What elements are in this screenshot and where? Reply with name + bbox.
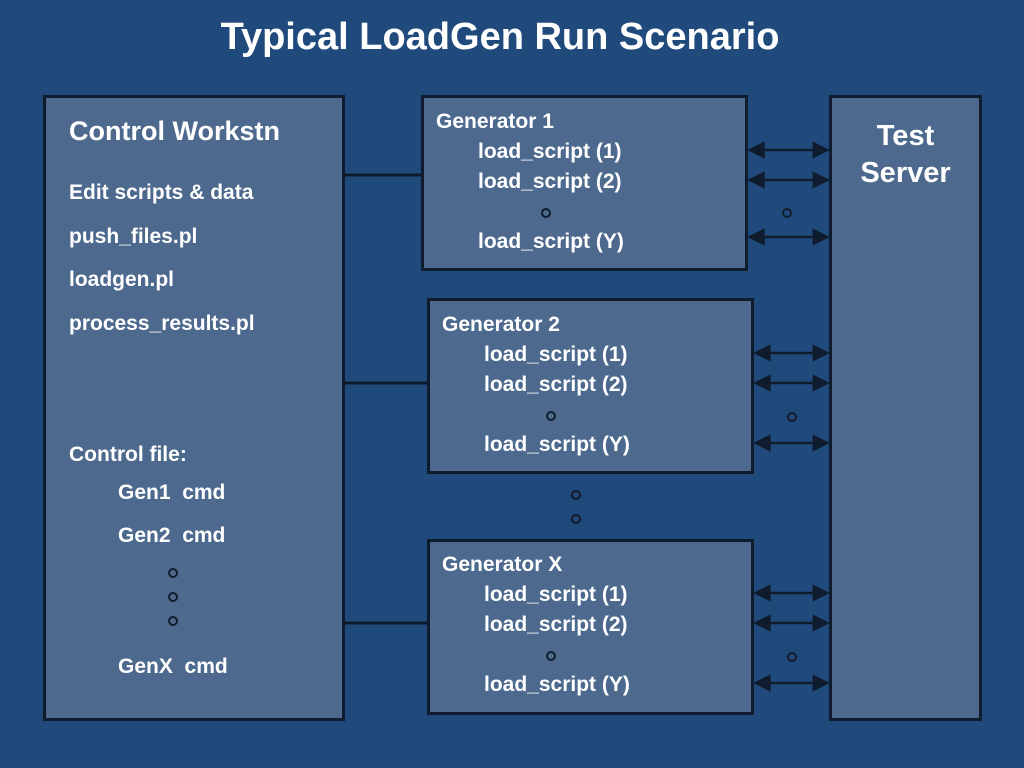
ellipsis-dot xyxy=(571,490,581,500)
gen1-cmd: Gen1 cmd xyxy=(118,481,226,504)
ellipsis-dot xyxy=(546,411,556,421)
ellipsis-dot xyxy=(168,616,178,626)
ellipsis-dot xyxy=(541,208,551,218)
ellipsis-dot xyxy=(782,208,792,218)
control-item-process-results: process_results.pl xyxy=(69,312,255,335)
control-item-loadgen: loadgen.pl xyxy=(69,268,174,291)
generator-1-name: Generator 1 xyxy=(436,110,554,133)
test-server-label-line-1: Test xyxy=(876,120,935,152)
ellipsis-dot xyxy=(546,651,556,661)
generator-2-script-2: load_script (2) xyxy=(484,373,628,396)
ellipsis-dot xyxy=(168,592,178,602)
generator-2-box xyxy=(427,298,754,474)
generator-x-script-y: load_script (Y) xyxy=(484,673,630,696)
ellipsis-dot xyxy=(571,514,581,524)
genx-cmd: GenX cmd xyxy=(118,655,228,678)
ellipsis-dot xyxy=(787,652,797,662)
control-workstation-box xyxy=(43,95,345,721)
page-title: Typical LoadGen Run Scenario xyxy=(220,16,780,58)
ellipsis-dot xyxy=(787,412,797,422)
generator-x-name: Generator X xyxy=(442,553,563,576)
generator-x-script-1: load_script (1) xyxy=(484,583,628,606)
generator-2-script-y: load_script (Y) xyxy=(484,433,630,456)
generator-2-name: Generator 2 xyxy=(442,313,560,336)
generator-2-script-1: load_script (1) xyxy=(484,343,628,366)
generator-1-script-y: load_script (Y) xyxy=(478,230,624,253)
control-item-push-files: push_files.pl xyxy=(69,225,198,248)
test-server-label-line-2: Server xyxy=(860,157,951,189)
control-heading: Control Workstn xyxy=(69,116,280,146)
generator-x-box xyxy=(427,539,754,715)
ellipsis-dot xyxy=(168,568,178,578)
generator-1-script-2: load_script (2) xyxy=(478,170,622,193)
control-file-label: Control file: xyxy=(69,443,187,466)
test-server-box xyxy=(829,95,982,721)
generator-x-script-2: load_script (2) xyxy=(484,613,628,636)
generator-1-box xyxy=(421,95,748,271)
gen2-cmd: Gen2 cmd xyxy=(118,524,226,547)
control-item-edit: Edit scripts & data xyxy=(69,181,254,204)
generator-1-script-1: load_script (1) xyxy=(478,140,622,163)
